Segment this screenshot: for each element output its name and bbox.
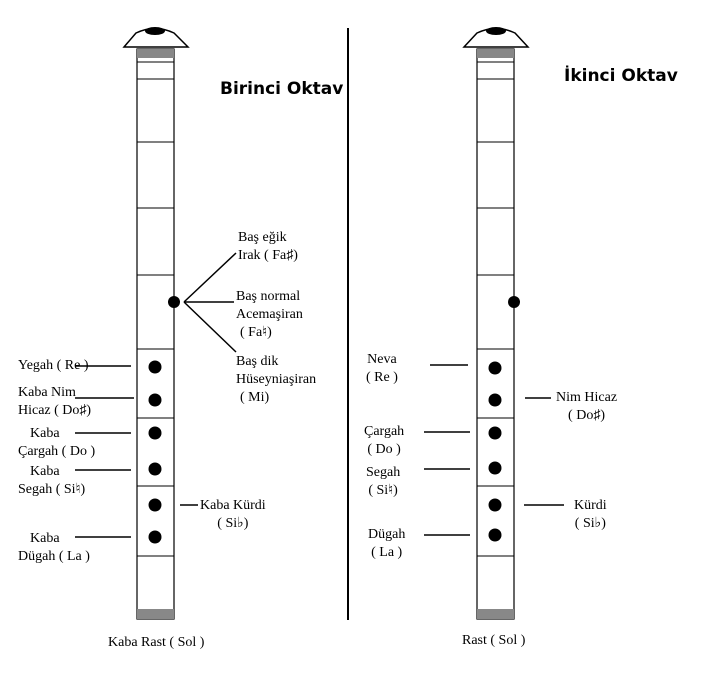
right-panel-title: İkinci Oktav (564, 66, 678, 86)
left-bottom-label: Kaba Rast ( Sol ) (108, 635, 205, 650)
left-thumb-pointers (183, 252, 237, 353)
note-kaba-cargah: Kaba Çargah ( Do ) (18, 426, 96, 459)
left-thumb-hole (168, 296, 180, 308)
right-hole-1 (488, 361, 502, 375)
note-bas-dik: Baş dik Hüseyniaşiran ( Mi) (236, 354, 317, 405)
note-dugah: Dügah ( La ) (368, 527, 406, 560)
right-hole-2 (488, 393, 502, 407)
right-nodes (477, 61, 514, 557)
left-hole-2 (148, 393, 162, 407)
left-hole-6 (148, 530, 162, 544)
right-top-ring (477, 49, 514, 58)
right-mouthpiece-top (486, 27, 506, 35)
right-ney (424, 27, 564, 620)
note-kaba-nim-hicaz: Kaba Nim Hicaz ( Do♯) (18, 385, 92, 418)
left-bottom-ring (137, 609, 174, 619)
right-hole-6 (488, 528, 502, 542)
left-nodes (137, 61, 174, 557)
note-kaba-kurdi: Kaba Kürdi ( Si♭) (200, 498, 266, 531)
left-panel-title: Birinci Oktav (220, 79, 344, 99)
note-segah: Segah ( Si♮) (366, 465, 401, 498)
left-leader-lines (75, 365, 198, 538)
left-ney (75, 27, 237, 620)
left-hole-1 (148, 360, 162, 374)
note-cargah: Çargah ( Do ) (364, 424, 405, 457)
note-yegah: Yegah ( Re ) (18, 358, 89, 373)
note-nim-hicaz: Nim Hicaz ( Do♯) (556, 390, 618, 423)
right-thumb-hole (508, 296, 520, 308)
left-ney-body (136, 48, 175, 620)
right-hole-5 (488, 498, 502, 512)
left-top-ring (137, 49, 174, 58)
right-bottom-ring (477, 609, 514, 619)
note-bas-egik: Baş eğik Irak ( Fa♯) (238, 230, 298, 263)
right-hole-3 (488, 426, 502, 440)
note-neva: Neva ( Re ) (366, 352, 398, 385)
right-bottom-label: Rast ( Sol ) (462, 633, 526, 648)
note-kaba-dugah: Kaba Dügah ( La ) (18, 531, 90, 564)
note-kaba-segah: Kaba Segah ( Si♮) (18, 464, 86, 497)
right-hole-4 (488, 461, 502, 475)
note-kurdi: Kürdi ( Si♭) (574, 498, 607, 531)
left-hole-3 (148, 426, 162, 440)
right-leader-lines (424, 364, 564, 536)
left-hole-5 (148, 498, 162, 512)
left-mouthpiece-top (145, 27, 165, 35)
left-hole-4 (148, 462, 162, 476)
note-bas-normal: Baş normal Acemaşiran ( Fa♮) (236, 289, 303, 340)
